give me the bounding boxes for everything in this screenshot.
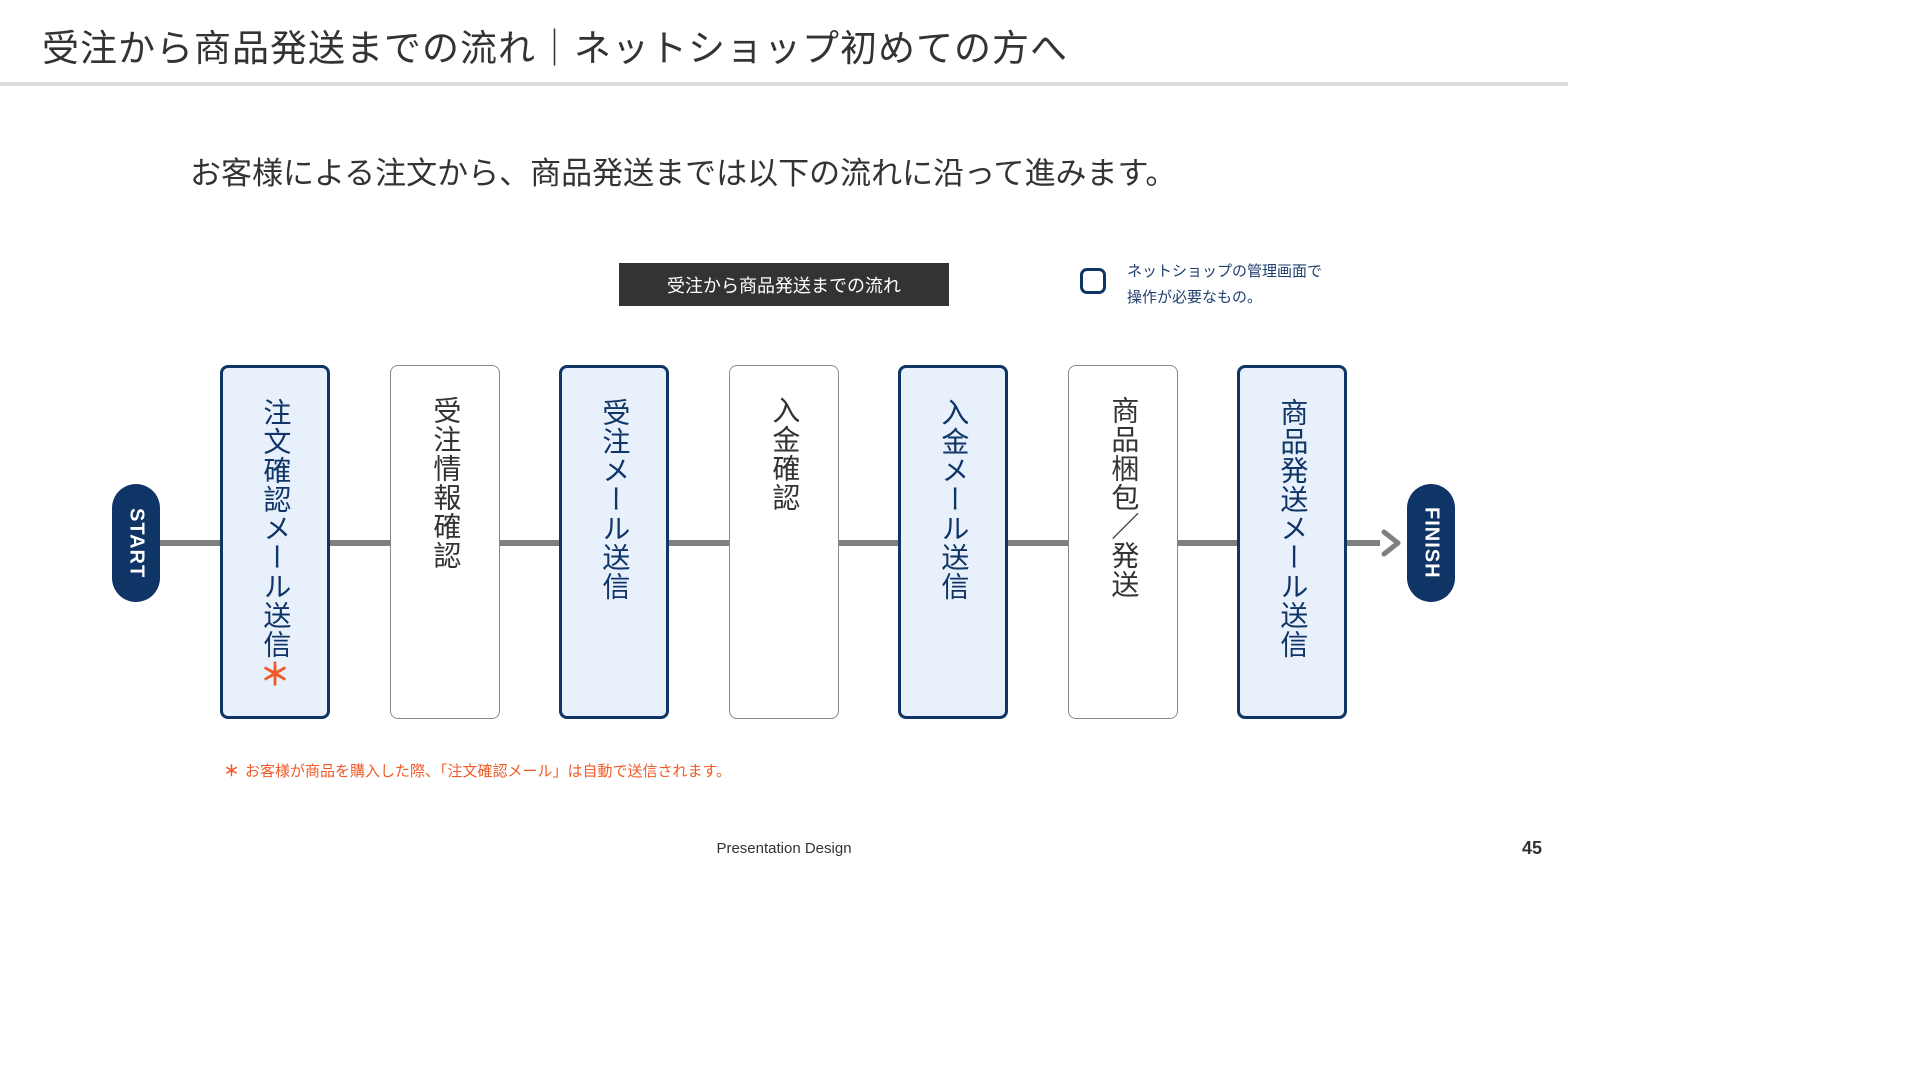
step-label: 入金確認 xyxy=(768,396,802,512)
page-number: 45 xyxy=(1521,838,1542,858)
step-order-received-email: 受注メール送信 xyxy=(559,365,669,719)
start-label: START xyxy=(125,507,148,579)
page-title: 受注から商品発送までの流れ｜ネットショップ初めての方へ xyxy=(42,27,1068,70)
footnote: ＊ お客様が商品を購入した際、「注文確認メール」は自動で送信されます。 xyxy=(224,760,731,781)
step-label: 商品発送メール送信 xyxy=(1276,398,1310,659)
step-packing-shipping: 商品梱包／発送 xyxy=(1068,365,1178,719)
footnote-text: お客様が商品を購入した際、「注文確認メール」は自動で送信されます。 xyxy=(245,762,732,780)
step-label: 受注メール送信 xyxy=(598,398,632,601)
legend-line-1: ネットショップの管理画面で xyxy=(1127,262,1323,280)
step-label: 受注情報確認 xyxy=(429,396,463,570)
step-shipping-email: 商品発送メール送信 xyxy=(1237,365,1347,719)
finish-terminal: FINISH xyxy=(1407,484,1455,602)
finish-label: FINISH xyxy=(1420,507,1443,579)
legend-swatch xyxy=(1080,268,1106,294)
legend-text: ネットショップの管理画面で 操作が必要なもの。 xyxy=(1127,258,1387,310)
step-label: 入金メール送信 xyxy=(937,398,971,601)
footer-text: Presentation Design xyxy=(716,840,852,857)
lead-text: お客様による注文から、商品発送までは以下の流れに沿って進みます。 xyxy=(190,156,1177,192)
step-order-info-check: 受注情報確認 xyxy=(390,365,500,719)
header-bar: 受注から商品発送までの流れ｜ネットショップ初めての方へ xyxy=(0,0,1568,86)
footnote-mark: ＊ xyxy=(224,762,240,780)
step-order-confirmation-email: 注文確認メール送信 ＊ xyxy=(220,365,330,719)
asterisk-mark: ＊ xyxy=(260,658,290,693)
legend-line-2: 操作が必要なもの。 xyxy=(1127,288,1263,306)
flow-label: 受注から商品発送までの流れ xyxy=(619,263,949,306)
arrow-right-icon xyxy=(1381,529,1401,557)
step-label: 注文確認メール送信 xyxy=(259,398,293,659)
step-payment-check: 入金確認 xyxy=(729,365,839,719)
step-payment-email: 入金メール送信 xyxy=(898,365,1008,719)
step-label: 商品梱包／発送 xyxy=(1107,396,1141,599)
start-terminal: START xyxy=(112,484,160,602)
